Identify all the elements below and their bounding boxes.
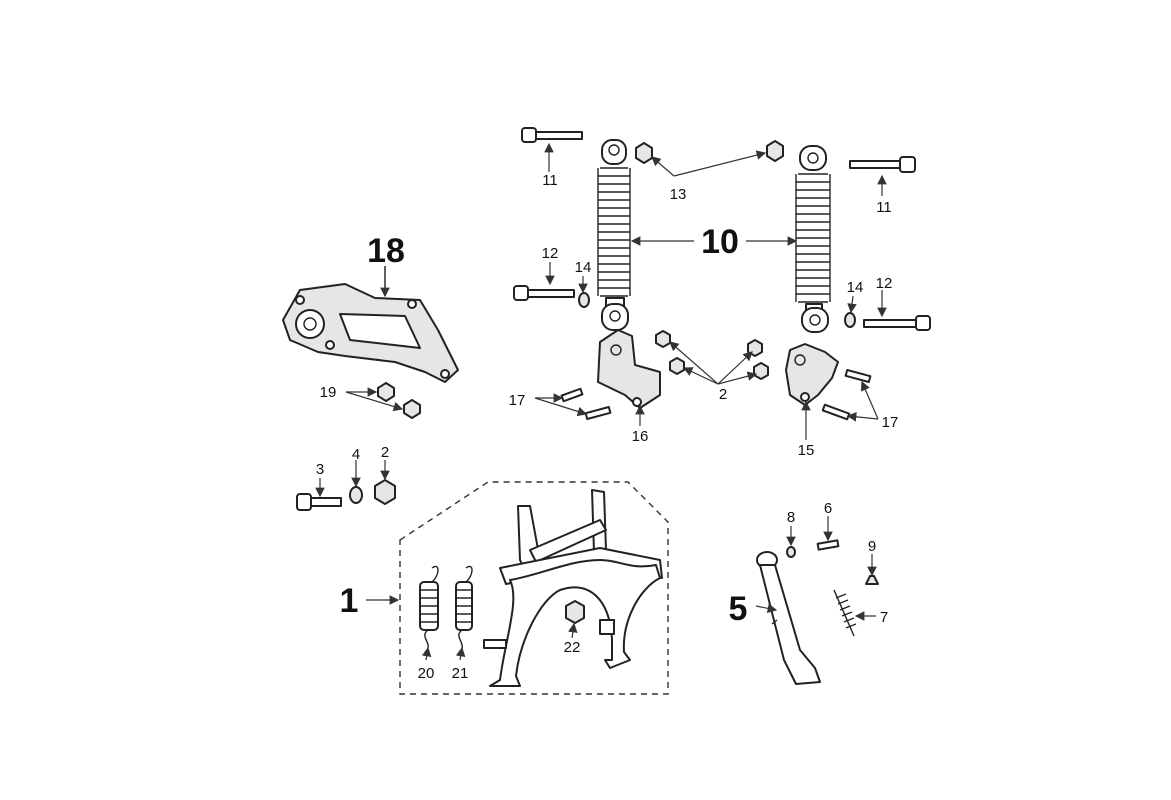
- label-14-left: 14: [575, 259, 592, 276]
- label-17-right: 17: [882, 414, 899, 431]
- label-6: 6: [824, 500, 832, 517]
- bolt-11-right: [849, 156, 916, 173]
- bolt-6: [816, 539, 840, 551]
- stopper-9: [865, 575, 879, 585]
- center-stand: [483, 489, 663, 687]
- label-3: 3: [316, 461, 324, 478]
- label-18: 18: [367, 232, 405, 270]
- label-9: 9: [868, 538, 876, 555]
- label-17-left: 17: [509, 392, 526, 409]
- washer-8: [786, 546, 796, 558]
- spring-7: [833, 589, 857, 637]
- bolt-3: [296, 493, 342, 511]
- label-11-left: 11: [542, 172, 558, 189]
- label-21: 21: [452, 665, 469, 682]
- nut-2-group: [655, 330, 769, 380]
- leader-lines: [315, 142, 887, 661]
- label-4: 4: [352, 446, 360, 463]
- label-1: 1: [340, 582, 359, 620]
- label-2-brackets: 2: [719, 386, 727, 403]
- shock-absorber-right: [795, 145, 831, 333]
- nut-19: [377, 382, 421, 419]
- bolt-12-right: [863, 315, 931, 331]
- label-20: 20: [418, 665, 435, 682]
- bracket-16: [597, 329, 661, 409]
- spring-left: [597, 167, 631, 297]
- nut-22: [565, 600, 585, 624]
- label-10: 10: [701, 223, 739, 261]
- label-12-left: 12: [542, 245, 559, 262]
- washer-4: [349, 486, 363, 504]
- nut-2-single: [374, 479, 396, 505]
- label-7: 7: [880, 609, 888, 626]
- spring-21: [455, 565, 473, 649]
- bolt-17: [560, 368, 872, 421]
- center-stand-group: [399, 481, 669, 695]
- label-14-right: 14: [847, 279, 864, 296]
- bolt-11-left: [521, 127, 583, 143]
- spring-20: [419, 565, 439, 649]
- bolt-12-left: [513, 285, 575, 301]
- spring-right: [795, 173, 831, 303]
- label-11-right: 11: [876, 199, 892, 216]
- label-16: 16: [632, 428, 649, 445]
- label-8: 8: [787, 509, 795, 526]
- label-13: 13: [670, 186, 687, 203]
- shock-absorber-left: [597, 139, 631, 331]
- label-2-single: 2: [381, 444, 389, 461]
- side-stand: [756, 551, 821, 685]
- label-12-right: 12: [876, 275, 893, 292]
- label-19: 19: [320, 384, 337, 401]
- label-5: 5: [729, 590, 748, 628]
- swing-bracket-18: [282, 266, 459, 383]
- bracket-15: [785, 343, 839, 406]
- label-22: 22: [564, 639, 581, 656]
- nut-13: [635, 140, 784, 164]
- label-15: 15: [798, 442, 815, 459]
- part-labels: 18 19 11 11 13 10 12 14 14 12 2 17 16 15…: [316, 172, 899, 682]
